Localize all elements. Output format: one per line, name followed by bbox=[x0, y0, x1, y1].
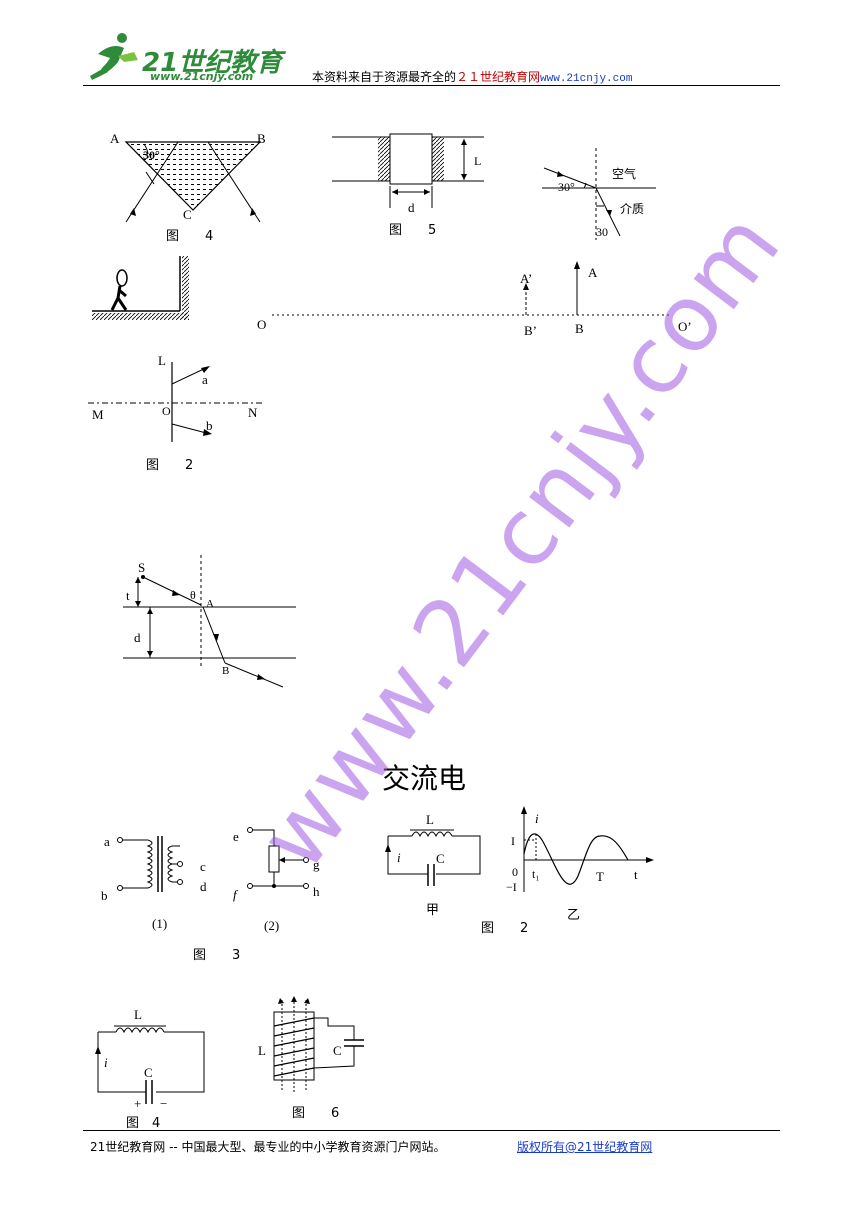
wave-label-period: T bbox=[596, 869, 604, 884]
axis-label-b-prime: B’ bbox=[524, 323, 537, 338]
header-source-prefix: 本资料来自于资源最齐全的 bbox=[312, 70, 457, 84]
mirror-label-a: a bbox=[202, 372, 208, 387]
refraction-medium: 介质 bbox=[620, 202, 645, 216]
fig-rheostat-diagram bbox=[247, 827, 309, 889]
transformer-caption: 图 3 bbox=[193, 948, 241, 963]
header-source: 本资料来自于资源最齐全的２１世纪教育网www.21cnjy.com bbox=[312, 68, 632, 85]
wave-label-i-max: I bbox=[511, 834, 515, 848]
lc4-label-c: C bbox=[144, 1065, 153, 1080]
fig-lc-circuit-diagram bbox=[385, 829, 481, 886]
transformer-caption-1: (1) bbox=[152, 916, 168, 931]
rheostat-caption-2: (2) bbox=[264, 918, 280, 933]
axis-label-o: O bbox=[257, 317, 267, 332]
wave-label-t1: t₁ bbox=[532, 867, 540, 881]
lc4-label-i: i bbox=[104, 1055, 108, 1070]
mirror-label-o: O bbox=[162, 404, 171, 418]
axis-label-o-prime: O’ bbox=[678, 319, 692, 334]
slab-label-a: A bbox=[206, 598, 214, 610]
lc-caption: 图 2 bbox=[481, 921, 529, 936]
fig-transformer-diagram bbox=[117, 836, 183, 892]
fig-lc4-circuit-diagram bbox=[95, 1025, 205, 1104]
header-source-red: ２１世纪教育网 bbox=[456, 70, 541, 84]
logo-sub-text: www.21cnjy.com bbox=[150, 70, 254, 83]
coil-caption: 图 6 bbox=[292, 1106, 340, 1121]
logo-runner-icon bbox=[90, 33, 138, 80]
section-title: 交流电 bbox=[382, 762, 467, 795]
fig-block-diagram bbox=[332, 133, 484, 208]
slab-label-d: d bbox=[134, 630, 141, 645]
coil-label-l: L bbox=[258, 1043, 266, 1058]
axis-label-a: A bbox=[588, 265, 598, 280]
lc4-label-l: L bbox=[134, 1007, 142, 1022]
slab-label-b: B bbox=[222, 665, 230, 677]
lc4-caption: 图 4 bbox=[126, 1116, 161, 1131]
prism-label-c: C bbox=[183, 207, 192, 222]
mirror-label-n: N bbox=[248, 405, 258, 420]
rheostat-label-e: e bbox=[233, 829, 239, 844]
slab-label-theta: θ bbox=[190, 588, 196, 602]
transformer-label-a: a bbox=[104, 834, 110, 849]
fig-wave-diagram bbox=[521, 806, 654, 892]
transformer-label-d: d bbox=[200, 879, 207, 894]
prism-label-a: A bbox=[110, 131, 120, 146]
fig-prism-diagram bbox=[124, 141, 262, 223]
transformer-label-c: c bbox=[200, 859, 206, 874]
fig-refraction-diagram bbox=[542, 148, 656, 240]
prism-caption: 图 4 bbox=[166, 229, 214, 244]
footer-left-text: 21世纪教育网 -- 中国最大型、最专业的中小学教育资源门户网站。 bbox=[90, 1140, 446, 1154]
wave-label-t: t bbox=[634, 867, 638, 882]
mirror-label-m: M bbox=[92, 407, 104, 422]
refraction-angle-bottom: 30 bbox=[596, 225, 608, 239]
lc-label-i: i bbox=[397, 850, 401, 865]
lc-label-c: C bbox=[436, 851, 445, 866]
fig-coil-diagram bbox=[273, 996, 364, 1094]
block-label-l: L bbox=[474, 154, 482, 168]
rheostat-label-g: g bbox=[313, 857, 320, 872]
wave-label-i: i bbox=[535, 811, 539, 826]
fig-mirror-diagram bbox=[88, 362, 263, 442]
prism-label-b: B bbox=[257, 131, 266, 146]
footer-copyright-link[interactable]: 版权所有@21世纪教育网 bbox=[517, 1140, 653, 1154]
prism-angle: 30° bbox=[143, 148, 160, 162]
footer-rule bbox=[83, 1130, 780, 1131]
refraction-air: 空气 bbox=[612, 167, 637, 181]
wave-label-neg-i: −I bbox=[506, 880, 517, 894]
block-label-d: d bbox=[408, 200, 415, 215]
mirror-label-l: L bbox=[158, 353, 166, 368]
slab-label-s: S bbox=[138, 560, 146, 575]
lc-label-l: L bbox=[426, 812, 434, 827]
rheostat-label-f: f bbox=[233, 887, 237, 902]
wave-label-zero: 0 bbox=[512, 865, 518, 879]
slab-label-t: t bbox=[126, 588, 130, 603]
header-rule bbox=[83, 85, 780, 86]
lc4-label-minus: − bbox=[160, 1096, 168, 1111]
lc4-label-plus: + bbox=[134, 1096, 142, 1111]
lc-label-jia: 甲 bbox=[426, 903, 440, 918]
fig-axis-diagram bbox=[272, 261, 672, 316]
block-caption: 图 5 bbox=[389, 223, 437, 238]
transformer-label-b: b bbox=[101, 888, 108, 903]
axis-label-a-prime: A’ bbox=[520, 271, 533, 286]
fig-slab-diagram bbox=[123, 555, 296, 688]
mirror-caption: 图 2 bbox=[146, 458, 194, 473]
logo-main-text: 21世纪教育 bbox=[142, 48, 283, 78]
wave-label-yi: 乙 bbox=[567, 908, 581, 923]
refraction-angle-top: 30° bbox=[558, 180, 575, 194]
mirror-label-b: b bbox=[206, 418, 213, 433]
rheostat-label-h: h bbox=[313, 884, 320, 899]
coil-label-c: C bbox=[333, 1043, 342, 1058]
fig-person-wall-diagram bbox=[92, 256, 189, 320]
header-source-url[interactable]: www.21cnjy.com bbox=[540, 73, 633, 85]
axis-label-b: B bbox=[575, 321, 584, 336]
